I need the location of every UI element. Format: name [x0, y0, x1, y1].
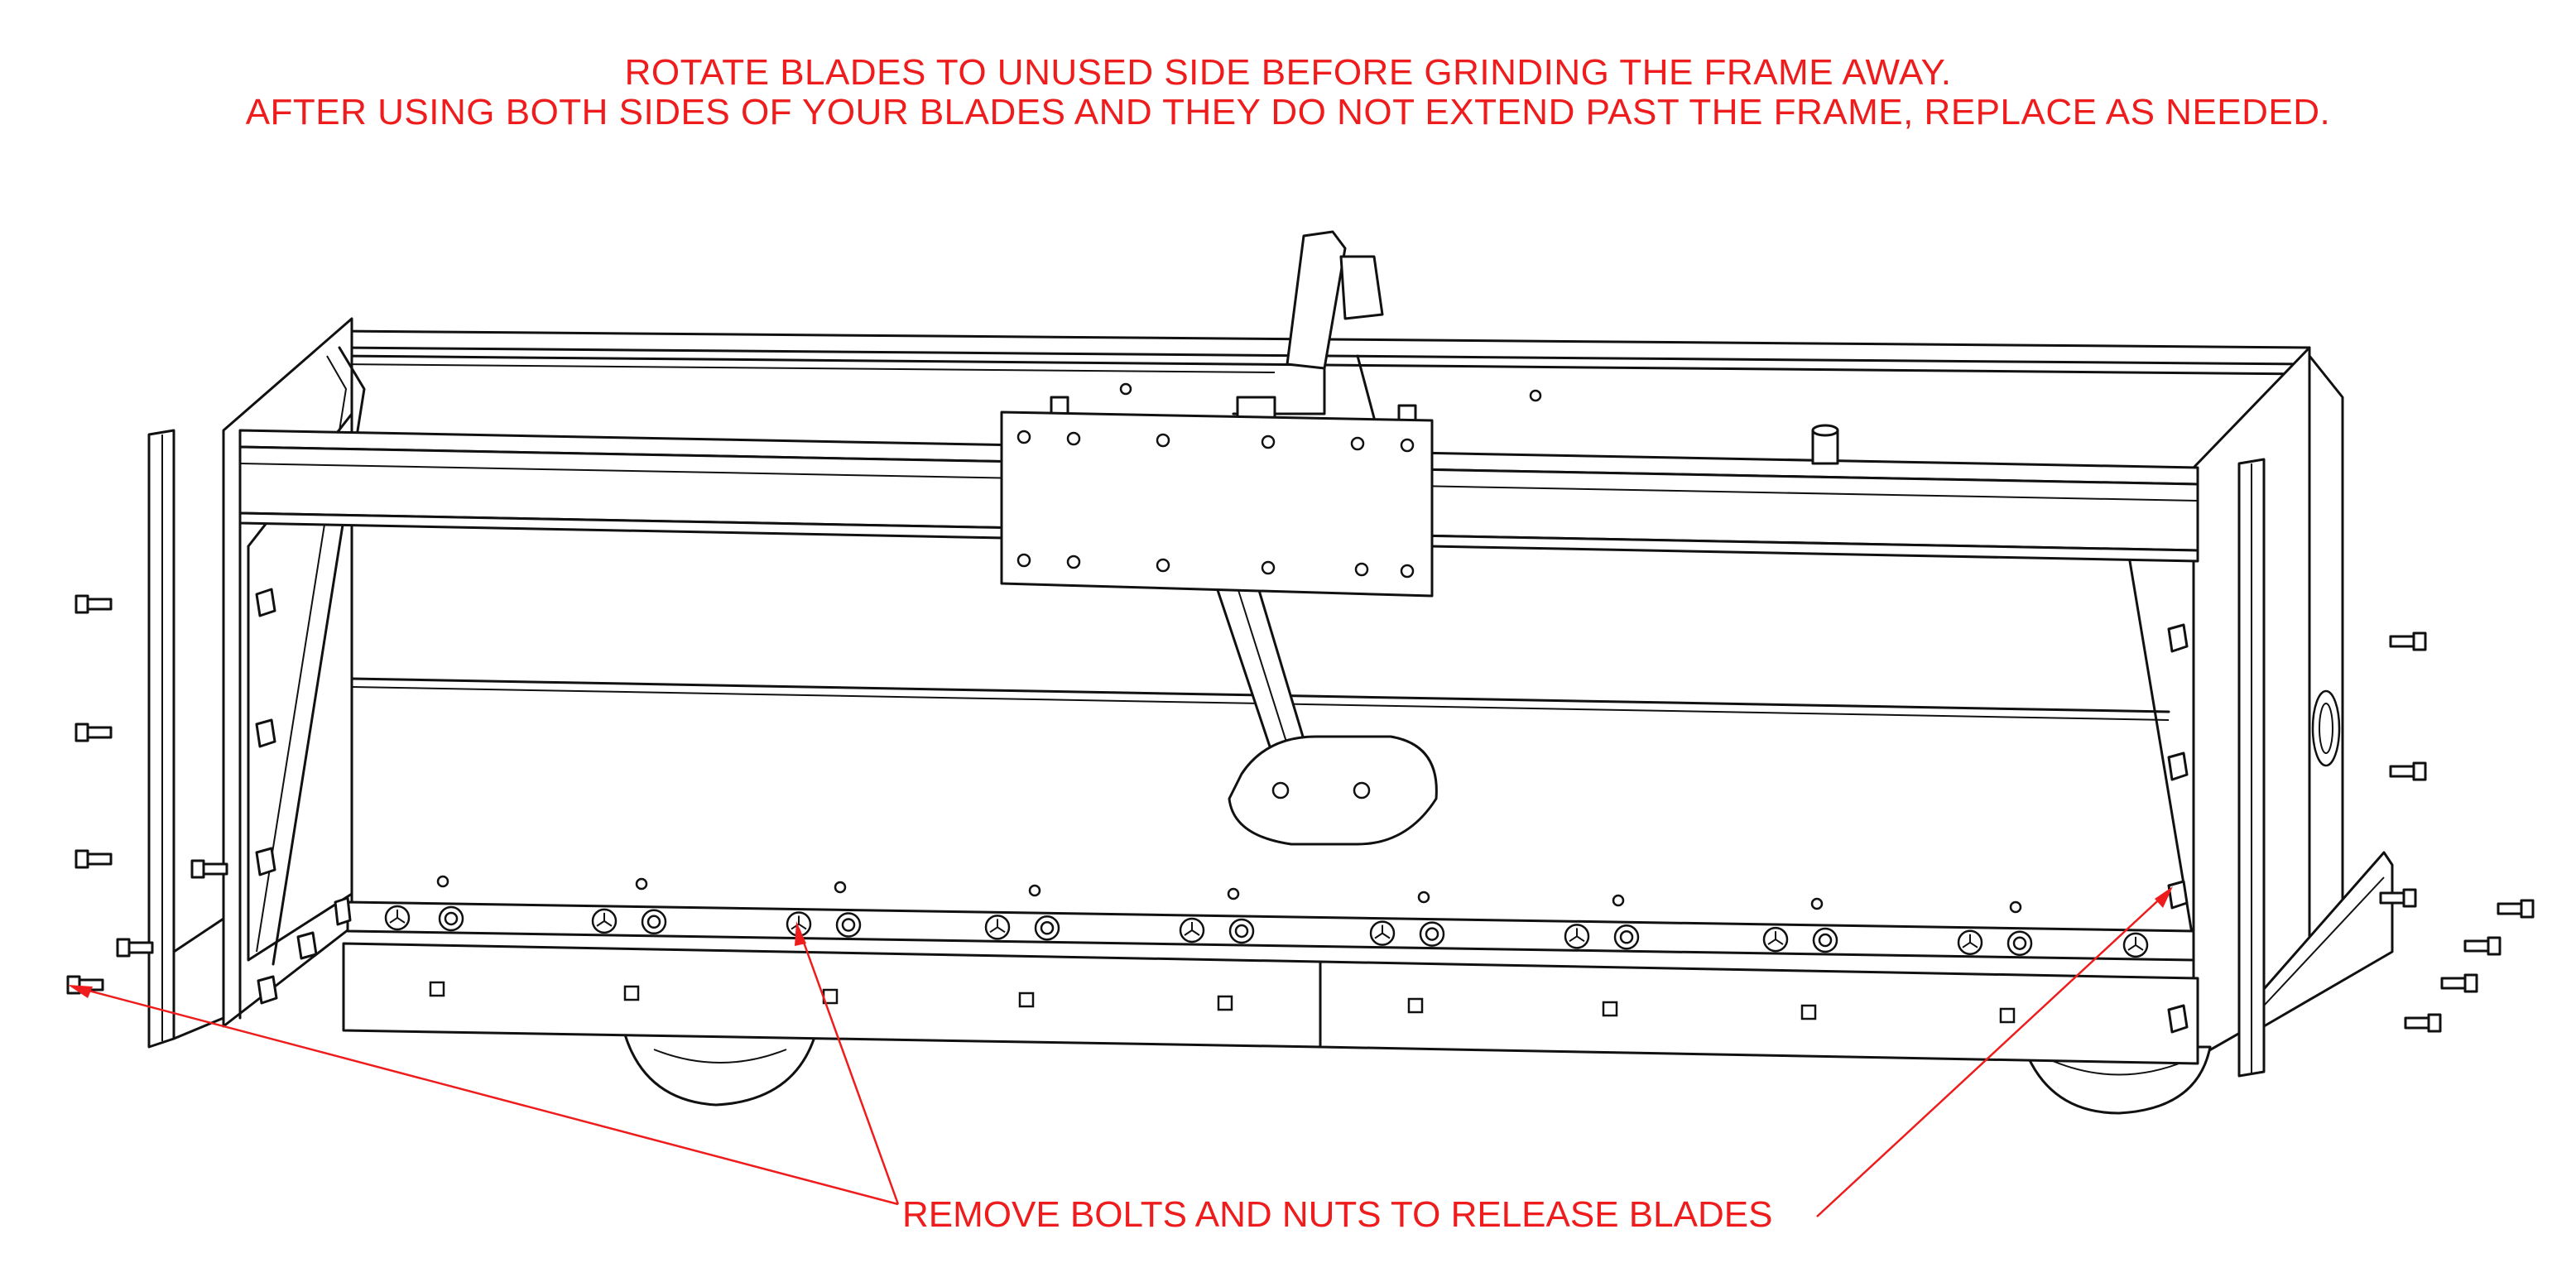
back-plate-holes: [436, 382, 2022, 914]
cutting-edge-strip: [346, 900, 2195, 962]
strip-fastener: [591, 908, 618, 934]
strip-fastener: [1034, 915, 1060, 941]
gauge-wheel-left: [623, 1033, 817, 1107]
blade-right: [1319, 960, 2199, 1065]
right-side-nuts: [2167, 623, 2189, 1034]
strip-fastener: [2122, 932, 2149, 958]
strip-fastener: [1179, 917, 1205, 943]
strip-fastener: [1419, 921, 1445, 947]
instruction-line-1: ROTATE BLADES TO UNUSED SIDE BEFORE GRIN…: [624, 52, 1952, 93]
loose-bolts-right: [2379, 631, 2535, 1033]
strip-fastener: [786, 911, 812, 937]
blade-bolt-hole: [1602, 1001, 1618, 1017]
left-side-nuts: [255, 588, 352, 1005]
blade-bolt-hole: [1407, 997, 1424, 1014]
blade-bolt-hole: [623, 985, 640, 1001]
strip-fastener: [1228, 918, 1255, 944]
left-end-skid: [147, 429, 225, 1049]
strip-fastener: [835, 912, 862, 938]
blade-bolt-hole: [429, 981, 445, 997]
callout-leaders: [68, 886, 2173, 1217]
strip-fastener: [438, 905, 464, 932]
strip-fastener: [1369, 920, 1396, 946]
strip-fastener: [984, 915, 1011, 940]
strip-fastener: [1613, 924, 1640, 950]
pin-stub: [1811, 424, 1839, 465]
strip-fastener: [641, 909, 667, 935]
loose-bolts-left: [66, 594, 228, 995]
strip-fastener: [1762, 926, 1789, 953]
blade-bolt-hole: [1217, 995, 1233, 1011]
instruction-line-2: AFTER USING BOTH SIDES OF YOUR BLADES AN…: [245, 92, 2331, 132]
blade-bolt-hole: [1018, 992, 1035, 1008]
strip-fastener: [1564, 924, 1590, 949]
callout-label: REMOVE BOLTS AND NUTS TO RELEASE BLADES: [902, 1194, 1773, 1235]
blade-left: [342, 942, 1322, 1049]
strip-fastener: [1812, 927, 1838, 953]
strip-fastener: [1957, 929, 1983, 956]
strip-fastener: [384, 905, 411, 931]
blade-bolt-hole: [1999, 1007, 2016, 1024]
brace-foot-plate: [1228, 735, 1438, 846]
strip-fastener: [2006, 930, 2033, 956]
hitch-tower: [1050, 230, 1417, 432]
blade-bolt-hole: [1800, 1004, 1817, 1020]
hitch-mount-plate: [1000, 411, 1434, 598]
right-end-skid: [2237, 458, 2394, 1078]
